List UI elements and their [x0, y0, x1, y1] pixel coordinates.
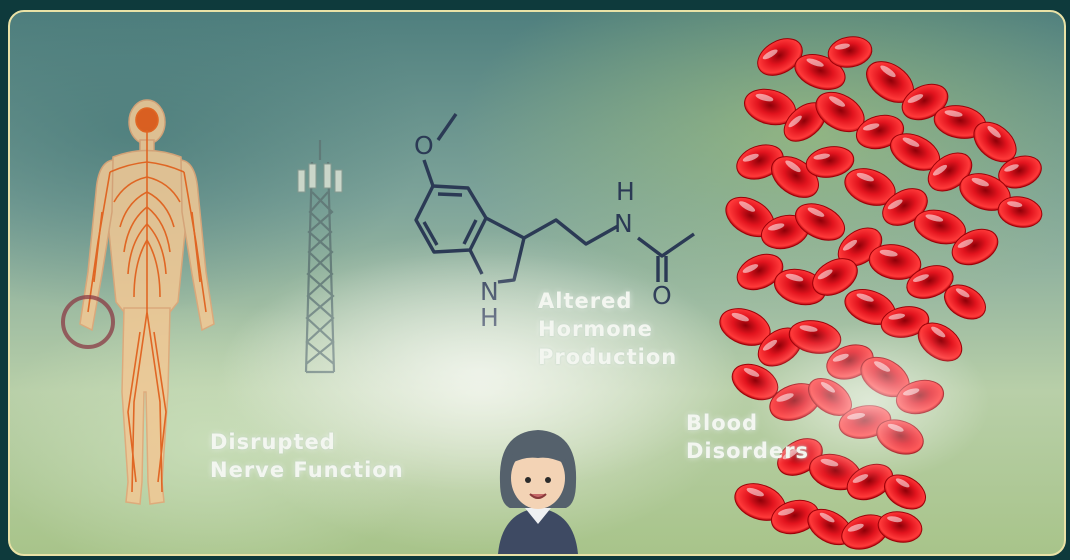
illustration-canvas: O H N N H O	[61, 36, 1043, 554]
red-blood-cell-highlight	[746, 487, 764, 497]
red-blood-cell	[877, 511, 923, 543]
red-blood-cell-highlight	[888, 313, 906, 320]
red-blood-cell-highlight	[762, 339, 778, 351]
red-blood-cell-highlight	[1007, 201, 1023, 208]
red-blood-cell-highlight	[955, 288, 970, 298]
red-blood-cell	[882, 188, 928, 226]
red-blood-cell	[736, 253, 784, 291]
red-blood-cell-highlight	[842, 239, 858, 251]
atom-h-amide: H	[616, 177, 635, 206]
red-blood-cell-highlight	[863, 123, 880, 131]
red-blood-cell-highlight	[856, 293, 874, 302]
mist-overlay	[220, 252, 740, 492]
red-blood-cell-highlight	[813, 153, 831, 160]
red-blood-cell-highlight	[887, 199, 903, 210]
red-blood-cell-highlight	[731, 312, 749, 322]
red-blood-cell-highlight	[971, 177, 989, 187]
label-line: Blood	[686, 411, 759, 435]
red-blood-cell-highlight	[912, 274, 929, 282]
red-blood-cell-highlight	[1004, 164, 1019, 172]
red-blood-cell-highlight	[742, 264, 759, 273]
red-blood-cell-highlight	[987, 126, 1001, 138]
red-blood-cell-highlight	[880, 65, 896, 78]
label-disrupted-nerve-function: Disrupted Nerve Function	[210, 428, 404, 484]
red-blood-cell-highlight	[829, 96, 846, 107]
red-blood-cell-highlight	[907, 94, 924, 103]
label-line: Altered	[538, 289, 633, 313]
red-blood-cell-highlight	[819, 512, 835, 523]
red-blood-cell-highlight	[755, 93, 774, 102]
red-blood-cell	[827, 36, 873, 68]
red-blood-cell-highlight	[944, 110, 963, 117]
mist-overlay-right	[750, 322, 990, 482]
red-blood-cell-highlight	[931, 326, 946, 338]
red-blood-cell-highlight	[785, 160, 801, 173]
red-blood-cell-highlight	[879, 249, 898, 257]
red-blood-cell-highlight	[847, 523, 864, 532]
red-blood-cell-highlight	[856, 172, 874, 182]
label-blood-disorders: Blood Disorders	[686, 409, 809, 465]
red-blood-cell-highlight	[957, 239, 974, 248]
red-blood-cell-highlight	[807, 207, 825, 217]
red-blood-cell	[901, 83, 949, 121]
label-line: Disrupted	[210, 430, 336, 454]
red-blood-cell-highlight	[762, 49, 778, 60]
red-blood-cell-highlight	[768, 223, 785, 231]
red-blood-cell	[805, 146, 855, 178]
red-blood-cell-highlight	[902, 137, 920, 147]
red-blood-cell-highlight	[799, 325, 818, 332]
red-blood-cell	[944, 284, 986, 320]
atom-n-amide: N	[614, 209, 633, 238]
red-blood-cell	[906, 265, 954, 299]
label-line: Production	[538, 345, 678, 369]
highlight-circle	[61, 295, 115, 349]
red-blood-cell-highlight	[817, 269, 833, 280]
red-blood-cell-highlight	[925, 214, 944, 222]
red-blood-cell-highlight	[742, 153, 759, 162]
red-blood-cell-highlight	[806, 58, 824, 67]
label-altered-hormone-production: Altered Hormone Production	[538, 287, 677, 371]
label-line: Disorders	[686, 439, 810, 463]
red-blood-cell-highlight	[887, 516, 903, 523]
human-body-icon	[61, 99, 215, 505]
scene-frame: O H N N H O Disrupted Nerve Function Alt…	[8, 10, 1066, 556]
red-blood-cell-highlight	[743, 368, 760, 377]
red-blood-cell	[794, 203, 846, 241]
atom-o-methoxy: O	[414, 131, 434, 160]
red-blood-cell-highlight	[785, 273, 804, 282]
girl-avatar-icon	[498, 430, 578, 554]
label-line: Nerve Function	[210, 458, 404, 482]
red-blood-cell	[951, 228, 999, 266]
red-blood-cell-highlight	[788, 115, 802, 128]
red-blood-cell	[998, 155, 1042, 189]
label-line: Hormone	[538, 317, 653, 341]
red-blood-cell-highlight	[739, 201, 756, 212]
red-blood-cell	[812, 258, 858, 296]
red-blood-cell	[973, 121, 1017, 163]
red-blood-cell	[757, 38, 803, 76]
red-blood-cell-highlight	[834, 43, 850, 50]
red-blood-cell-highlight	[778, 508, 795, 516]
red-blood-cell-highlight	[895, 478, 910, 488]
red-blood-cell-highlight	[932, 164, 948, 176]
